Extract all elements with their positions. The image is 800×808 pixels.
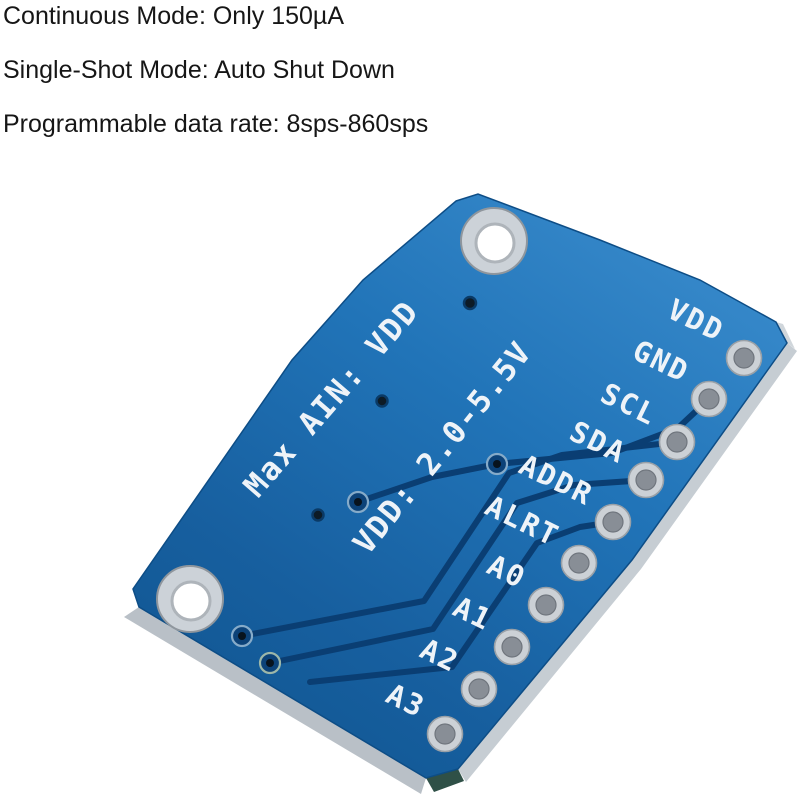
pin-pad-addr xyxy=(594,503,632,541)
mounting-hole-bottom xyxy=(156,565,224,633)
via xyxy=(346,490,370,514)
pcb-board: Max AIN: VDD VDD: 2.0-5.5V VDD GND SCL S… xyxy=(124,193,797,794)
hole-center xyxy=(170,580,212,622)
pin-pad-gnd xyxy=(690,380,728,418)
pin-pad-a1 xyxy=(493,628,531,666)
mounting-hole-top xyxy=(460,207,528,275)
copper-trace-sda xyxy=(267,477,649,666)
pad-hole xyxy=(434,723,456,745)
pin-pad-a2 xyxy=(460,670,498,708)
via xyxy=(258,651,282,675)
pad-hole xyxy=(733,347,755,369)
board-corner-chamfer-bottom xyxy=(426,769,464,792)
feature-line-2: Single-Shot Mode: Auto Shut Down xyxy=(3,56,395,84)
hole-center xyxy=(474,222,516,264)
pin-pad-alrt xyxy=(560,544,598,582)
pin-pad-sda xyxy=(627,461,665,499)
test-point-dot xyxy=(462,295,478,311)
feature-line-3: Programmable data rate: 8sps-860sps xyxy=(3,110,428,138)
test-point-dot xyxy=(375,394,389,408)
pad-hole xyxy=(635,469,657,491)
copper-traces xyxy=(239,396,712,685)
pin-pads xyxy=(426,339,763,753)
pad-hole xyxy=(568,552,590,574)
pin-pad-vdd xyxy=(725,339,763,377)
board-side-right-chamfer xyxy=(776,322,795,349)
pad-hole xyxy=(535,594,557,616)
pin-pad-a0 xyxy=(527,586,565,624)
via xyxy=(485,452,509,476)
pin-pad-scl xyxy=(658,423,696,461)
pad-hole xyxy=(468,678,490,700)
board-side-right xyxy=(458,343,797,782)
pcb-face xyxy=(132,193,788,779)
pad-hole xyxy=(501,636,523,658)
test-point-dot xyxy=(311,508,325,522)
feature-line-1: Continuous Mode: Only 150µA xyxy=(3,2,344,30)
pad-hole xyxy=(666,431,688,453)
copper-trace-scl xyxy=(239,439,680,639)
feature-text: Continuous Mode: Only 150µA Single-Shot … xyxy=(3,2,428,138)
copper-trace-addr xyxy=(307,519,616,685)
via-dots xyxy=(311,295,478,522)
pad-hole xyxy=(698,388,720,410)
via xyxy=(230,624,254,648)
pad-hole xyxy=(602,511,624,533)
board-side-bottom xyxy=(124,607,426,794)
vias xyxy=(230,452,509,675)
pin-pad-a3 xyxy=(426,715,464,753)
